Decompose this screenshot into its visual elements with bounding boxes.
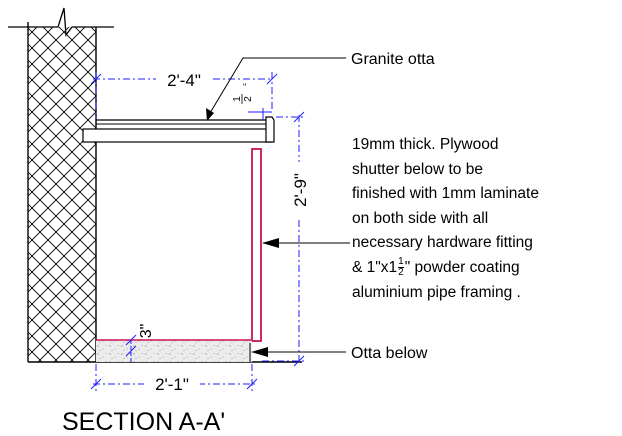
shutter-leader: [262, 238, 350, 248]
otta-below-label: Otta below: [351, 345, 428, 362]
slab-thickness-num: 1: [232, 96, 243, 102]
tick-mark: [90, 73, 102, 85]
shutter-note: 19mm thick. Plywood shutter below to be …: [352, 133, 620, 305]
granite-leader: [206, 57, 346, 121]
granite-slab: [82, 116, 275, 143]
otta-below: [96, 339, 252, 362]
otta-thickness-dimension: 3": [125, 324, 155, 362]
note-line: on both side with all: [352, 209, 489, 227]
tick-mark: [266, 73, 278, 85]
note-text: " powder coating: [404, 258, 520, 276]
note-line: aluminium pipe framing .: [352, 283, 521, 301]
slab-thickness-den: 2: [243, 96, 254, 102]
note-line: shutter below to be: [352, 160, 483, 178]
section-title: SECTION A-A': [62, 408, 225, 436]
note-line: necessary hardware fitting: [352, 234, 533, 252]
slab-thickness-dimension: 1 2 ": [232, 82, 272, 120]
dim-mask: [144, 374, 200, 394]
note-line: finished with 1mm laminate: [352, 185, 539, 203]
fraction-num: 1: [398, 256, 404, 269]
height-dimension-lines: [262, 115, 304, 364]
bottom-width-dimension: 2'-1": [155, 375, 189, 394]
tick-mark: [293, 111, 305, 123]
tick-mark: [293, 355, 305, 367]
plywood-shutter: [251, 148, 262, 342]
dim-mask: [156, 70, 212, 90]
granite-otta-label: Granite otta: [351, 51, 435, 68]
note-line: 19mm thick. Plywood: [352, 136, 499, 153]
fraction-den: 2: [398, 267, 404, 279]
otta-leader: [251, 347, 346, 357]
note-text: & 1"x1: [352, 258, 398, 276]
tick-mark: [90, 378, 102, 390]
top-width-dimension: 2'-4": [167, 71, 201, 90]
inch-mark: ": [243, 82, 246, 92]
height-dimension: 2'-9": [291, 173, 310, 207]
otta-thickness-label: 3": [138, 324, 155, 339]
dim-mask: [289, 162, 309, 218]
tick-mark: [246, 378, 258, 390]
wall-section: [8, 7, 114, 362]
